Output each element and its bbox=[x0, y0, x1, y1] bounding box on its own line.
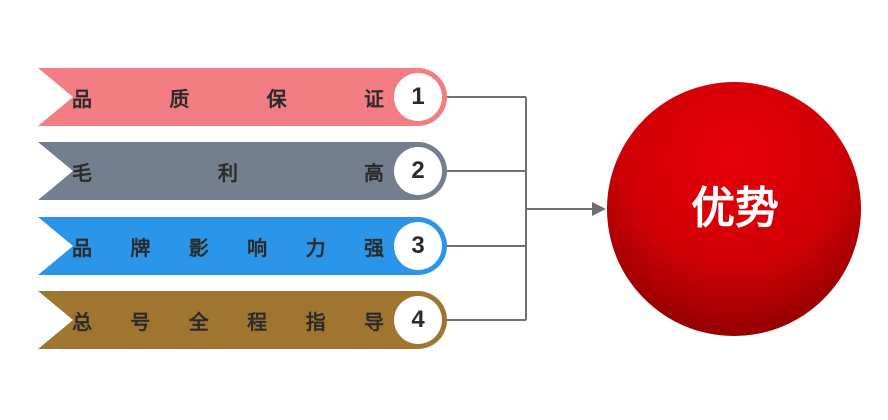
number-circle bbox=[394, 222, 442, 270]
label-char: 品 bbox=[72, 235, 92, 260]
banner-ribbon bbox=[38, 68, 447, 126]
banner-list bbox=[38, 68, 447, 349]
banner-item bbox=[38, 68, 447, 126]
label-char: 毛 bbox=[72, 160, 92, 185]
banner-item bbox=[38, 142, 447, 200]
label-char: 牌 bbox=[130, 235, 151, 260]
arrow-head-icon bbox=[592, 202, 606, 216]
label-char: 强 bbox=[363, 235, 384, 260]
item-label: 毛利高 bbox=[72, 156, 384, 186]
banner-ribbon bbox=[38, 217, 447, 275]
connector-lines bbox=[444, 96, 606, 321]
label-char: 影 bbox=[188, 235, 209, 260]
item-label: 品质保证 bbox=[72, 82, 384, 112]
banner-item bbox=[38, 217, 447, 275]
number-circle bbox=[394, 73, 442, 121]
item-number: 4 bbox=[411, 306, 425, 333]
label-char: 响 bbox=[247, 235, 268, 260]
label-char: 保 bbox=[266, 86, 287, 111]
label-char: 力 bbox=[305, 235, 326, 260]
label-char: 质 bbox=[169, 86, 190, 111]
item-number: 2 bbox=[411, 157, 425, 184]
label-char: 指 bbox=[305, 309, 326, 334]
number-circle bbox=[394, 296, 442, 344]
item-label: 总号全程指导 bbox=[72, 305, 384, 335]
label-char: 证 bbox=[363, 86, 384, 111]
item-number: 1 bbox=[411, 83, 425, 110]
label-char: 利 bbox=[218, 160, 238, 185]
item-number: 3 bbox=[411, 232, 425, 259]
item-label: 品牌影响力强 bbox=[72, 231, 384, 261]
label-char: 全 bbox=[188, 309, 209, 334]
center-title: 优势 bbox=[691, 183, 779, 234]
banner-item bbox=[38, 291, 447, 349]
center-circle bbox=[607, 82, 861, 336]
label-char: 程 bbox=[247, 309, 268, 334]
label-char: 号 bbox=[130, 309, 151, 334]
label-char: 总 bbox=[72, 309, 92, 334]
number-circle bbox=[394, 147, 442, 195]
label-char: 高 bbox=[364, 160, 384, 185]
label-char: 导 bbox=[363, 309, 384, 334]
banner-ribbon bbox=[38, 142, 447, 200]
banner-ribbon bbox=[38, 291, 447, 349]
label-char: 品 bbox=[72, 86, 92, 111]
